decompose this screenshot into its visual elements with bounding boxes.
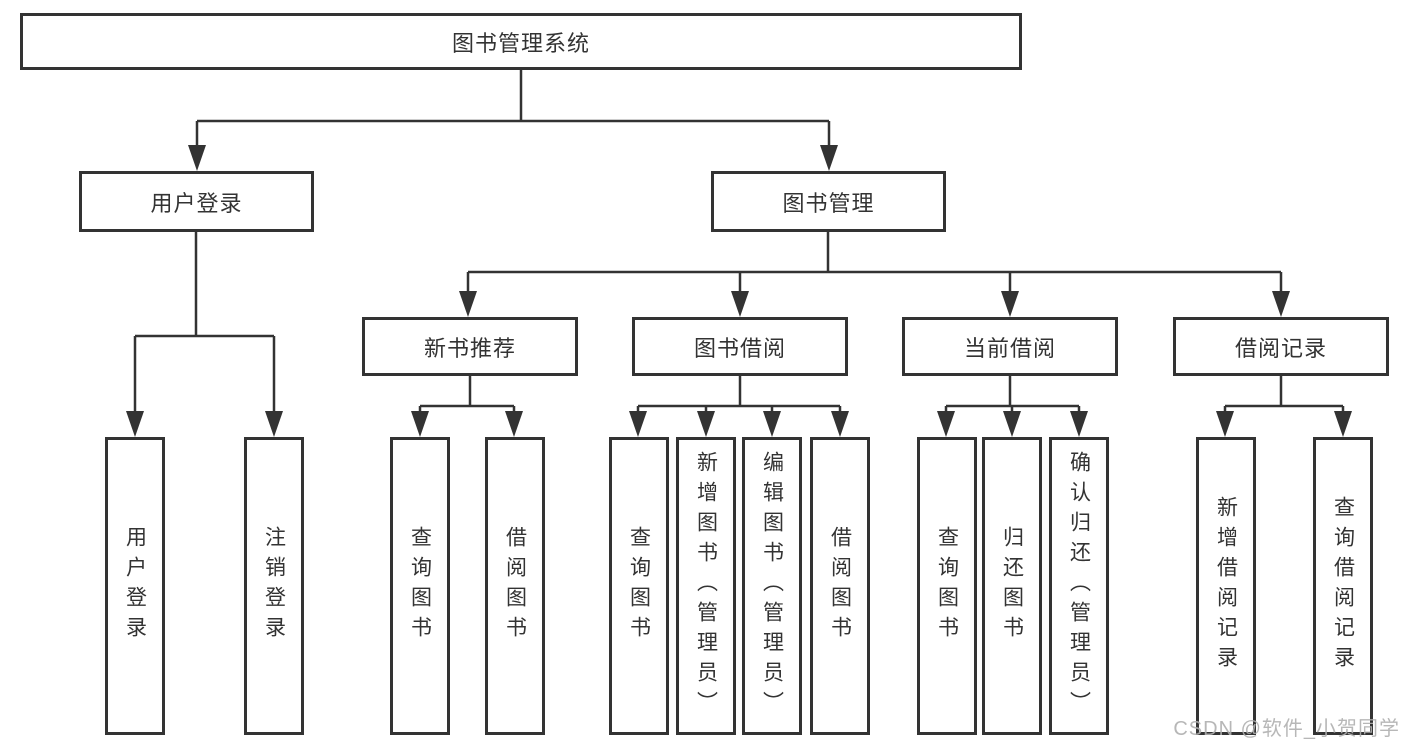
node-new-book-recommend: 新书推荐 <box>362 317 578 376</box>
leaf-add-borrow-record-label: 新增借阅记录 <box>1214 496 1238 676</box>
leaf-query-book-current: 查询图书 <box>917 437 977 735</box>
leaf-confirm-return-admin-label: 确认归还（管理员） <box>1067 451 1091 721</box>
node-borrow-record-label: 借阅记录 <box>1234 335 1327 361</box>
leaf-add-borrow-record: 新增借阅记录 <box>1196 437 1256 735</box>
node-current-borrow: 当前借阅 <box>902 317 1118 376</box>
leaf-borrow-book-borrow-label: 借阅图书 <box>828 526 852 646</box>
leaf-query-book-borrow-label: 查询图书 <box>627 526 651 646</box>
leaf-query-book-recommend-label: 查询图书 <box>408 526 432 646</box>
node-root-system: 图书管理系统 <box>20 13 1022 70</box>
leaf-add-book-admin-label: 新增图书（管理员） <box>694 451 718 721</box>
leaf-edit-book-admin-label: 编辑图书（管理员） <box>760 451 784 721</box>
node-book-borrow-label: 图书借阅 <box>693 335 786 361</box>
leaf-user-login: 用户登录 <box>105 437 165 735</box>
leaf-borrow-book-borrow: 借阅图书 <box>810 437 870 735</box>
csdn-watermark: CSDN @软件_小贺同学 <box>1173 718 1400 740</box>
leaf-query-borrow-record-label: 查询借阅记录 <box>1331 496 1355 676</box>
node-new-book-recommend-label: 新书推荐 <box>423 335 516 361</box>
leaf-query-book-current-label: 查询图书 <box>935 526 959 646</box>
leaf-logout: 注销登录 <box>244 437 304 735</box>
node-root-label: 图书管理系统 <box>451 30 590 56</box>
leaf-borrow-book-recommend: 借阅图书 <box>485 437 545 735</box>
leaf-return-book-label: 归还图书 <box>1000 526 1024 646</box>
leaf-return-book: 归还图书 <box>982 437 1042 735</box>
leaf-query-book-recommend: 查询图书 <box>390 437 450 735</box>
leaf-logout-label: 注销登录 <box>262 526 286 646</box>
node-book-management: 图书管理 <box>711 171 946 232</box>
node-borrow-record: 借阅记录 <box>1173 317 1389 376</box>
node-current-borrow-label: 当前借阅 <box>963 335 1056 361</box>
node-user-login-label: 用户登录 <box>150 190 243 216</box>
leaf-edit-book-admin: 编辑图书（管理员） <box>742 437 802 735</box>
leaf-query-borrow-record: 查询借阅记录 <box>1313 437 1373 735</box>
leaf-user-login-label: 用户登录 <box>123 526 147 646</box>
node-book-management-label: 图书管理 <box>782 190 875 216</box>
node-book-borrow: 图书借阅 <box>632 317 848 376</box>
leaf-query-book-borrow: 查询图书 <box>609 437 669 735</box>
node-user-login: 用户登录 <box>79 171 314 232</box>
leaf-add-book-admin: 新增图书（管理员） <box>676 437 736 735</box>
leaf-confirm-return-admin: 确认归还（管理员） <box>1049 437 1109 735</box>
leaf-borrow-book-recommend-label: 借阅图书 <box>503 526 527 646</box>
